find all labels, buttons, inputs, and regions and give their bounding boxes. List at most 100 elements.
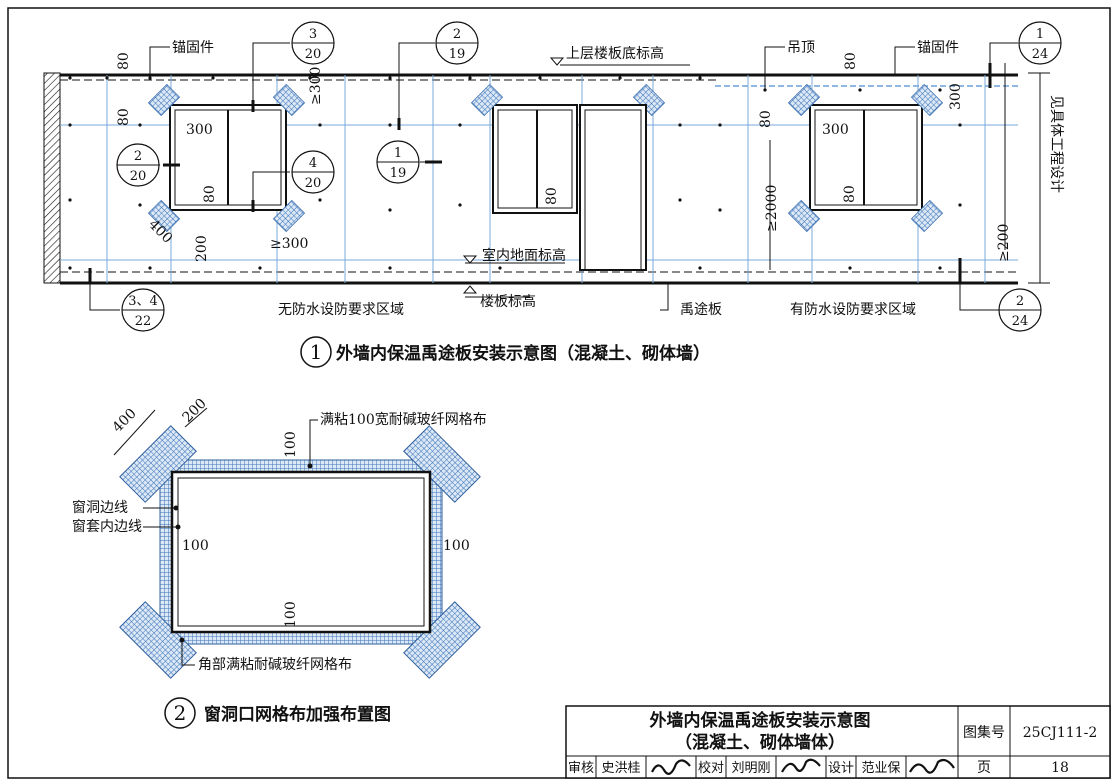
svg-text:22: 22 bbox=[135, 314, 152, 329]
svg-text:20: 20 bbox=[305, 176, 322, 191]
design-label: 设计 bbox=[828, 761, 854, 776]
window-3 bbox=[787, 83, 944, 233]
level-mark-indoor bbox=[462, 255, 478, 264]
figure-1-caption: 1 外墙内保温禹途板安装示意图（混凝土、砌体墙） bbox=[300, 336, 710, 368]
figure-1-number: 1 bbox=[310, 340, 323, 364]
door-opening bbox=[579, 104, 647, 271]
signature-reviewer bbox=[651, 759, 691, 775]
dim-80-g: 80 bbox=[842, 185, 858, 203]
label-see-design: 见具体工程设计 bbox=[1048, 95, 1064, 193]
figure-2-caption: 2 窗洞口网格布加强布置图 bbox=[164, 697, 391, 729]
svg-text:3: 3 bbox=[309, 27, 317, 42]
label-corner-mesh: 角部满粘耐碱玻纤网格布 bbox=[198, 657, 352, 673]
label-ceiling: 吊顶 bbox=[787, 40, 815, 56]
anchor-markers bbox=[88, 63, 992, 282]
dim-200: 200 bbox=[194, 235, 210, 262]
level-mark-upper bbox=[549, 57, 565, 66]
label-zone-waterproof: 有防水设防要求区域 bbox=[790, 302, 916, 318]
anchor-dots bbox=[68, 76, 962, 270]
fig2-dim-100-bottom: 100 bbox=[283, 601, 299, 628]
label-zone-no-waterproof: 无防水设防要求区域 bbox=[278, 302, 404, 318]
page-label: 页 bbox=[977, 760, 991, 776]
window-2 bbox=[470, 83, 666, 271]
label-window-edge: 窗洞边线 bbox=[72, 499, 128, 516]
label-indoor-floor: 室内地面标高 bbox=[482, 247, 566, 264]
svg-text:2: 2 bbox=[1016, 294, 1024, 309]
leader-lines bbox=[89, 42, 1018, 311]
level-mark-floor bbox=[462, 285, 478, 294]
svg-text:4: 4 bbox=[309, 156, 317, 171]
svg-text:20: 20 bbox=[130, 169, 147, 184]
corner-mesh-tl bbox=[119, 425, 197, 503]
fig2-dim-100-right: 100 bbox=[443, 538, 470, 554]
figure-2: 400 200 100 100 100 100 满粘100宽耐碱玻纤网格布 窗洞… bbox=[72, 396, 487, 729]
fig2-dim-200: 200 bbox=[180, 396, 210, 426]
callout-2-24: 2 24 bbox=[998, 288, 1042, 332]
callout-4-20: 4 20 bbox=[291, 150, 335, 194]
fig2-dim-100-top: 100 bbox=[283, 431, 299, 458]
svg-text:1: 1 bbox=[1036, 27, 1044, 42]
sheet-border bbox=[7, 7, 1111, 779]
callout-3-4-22: 3、4 22 bbox=[121, 288, 165, 332]
svg-text:2: 2 bbox=[134, 149, 142, 164]
dim-ge200: ≥200 bbox=[996, 224, 1012, 262]
title-line2: （混凝土、砌体墙体） bbox=[675, 732, 845, 753]
mesh-band-bottom bbox=[159, 631, 443, 645]
title-block: 外墙内保温禹途板安装示意图 （混凝土、砌体墙体） 图集号 25CJ111-2 页… bbox=[565, 705, 1111, 779]
mesh-band-left bbox=[159, 459, 173, 645]
page-number: 18 bbox=[1051, 760, 1069, 776]
svg-text:24: 24 bbox=[1032, 47, 1049, 62]
dim-80-b: 80 bbox=[116, 108, 132, 126]
svg-text:24: 24 bbox=[1012, 314, 1029, 329]
dim-80-d: 80 bbox=[544, 187, 560, 205]
dim-ge300-b: ≥300 bbox=[270, 236, 308, 252]
check-label: 校对 bbox=[698, 760, 724, 776]
callout-1-24: 1 24 bbox=[1018, 21, 1062, 65]
label-anchor-right: 锚固件 bbox=[917, 40, 959, 56]
atlas-label: 图集号 bbox=[963, 724, 1005, 741]
window-opening bbox=[170, 470, 432, 634]
dim-80-e: 80 bbox=[843, 52, 859, 70]
svg-text:19: 19 bbox=[449, 47, 466, 62]
figure-1: 80 80 300 80 ≥300 400 200 ≥300 80 80 80 … bbox=[43, 21, 1064, 368]
window-1 bbox=[147, 83, 306, 233]
callout-1-19: 1 19 bbox=[376, 140, 420, 184]
svg-text:1: 1 bbox=[394, 146, 402, 161]
svg-text:3、4: 3、4 bbox=[128, 294, 158, 309]
callout-2-19: 2 19 bbox=[435, 21, 479, 65]
designer-name: 范业保 bbox=[861, 761, 900, 776]
dim-300-c: 300 bbox=[948, 83, 964, 110]
figure-2-title: 窗洞口网格布加强布置图 bbox=[204, 704, 391, 725]
mesh-band-top bbox=[159, 459, 443, 473]
checker-name: 刘明刚 bbox=[731, 761, 770, 776]
label-floor-slab: 楼板标高 bbox=[480, 293, 536, 310]
callout-3-20: 3 20 bbox=[291, 21, 335, 65]
figure-2-number: 2 bbox=[174, 701, 187, 725]
atlas-number: 25CJ111-2 bbox=[1023, 725, 1098, 741]
label-full-mesh: 满粘100宽耐碱玻纤网格布 bbox=[320, 411, 487, 428]
label-frame-inner: 窗套内边线 bbox=[72, 518, 142, 535]
dim-300-b: 300 bbox=[822, 122, 849, 138]
wall-hatch bbox=[43, 72, 61, 284]
fig2-dim-100-left: 100 bbox=[182, 538, 209, 554]
label-anchor-left: 锚固件 bbox=[172, 40, 214, 56]
signature-checker bbox=[781, 758, 821, 773]
dim-80-c: 80 bbox=[202, 185, 218, 203]
reviewer-name: 史洪桂 bbox=[601, 761, 640, 776]
svg-text:19: 19 bbox=[390, 166, 407, 181]
review-label: 审核 bbox=[568, 761, 594, 776]
svg-text:20: 20 bbox=[305, 47, 322, 62]
dim-ge300-a: ≥300 bbox=[308, 67, 324, 105]
dim-300-a: 300 bbox=[186, 122, 213, 138]
title-line1: 外墙内保温禹途板安装示意图 bbox=[650, 710, 871, 731]
figure-1-title: 外墙内保温禹途板安装示意图（混凝土、砌体墙） bbox=[336, 343, 710, 364]
svg-text:2: 2 bbox=[453, 27, 461, 42]
signature-designer bbox=[909, 758, 955, 774]
window-frame-inner bbox=[177, 477, 425, 627]
label-upper-floor-bottom: 上层楼板底标高 bbox=[566, 45, 664, 62]
dim-ge2000: ≥2000 bbox=[764, 185, 780, 232]
dim-80-f: 80 bbox=[758, 110, 774, 128]
label-board: 禹途板 bbox=[680, 301, 722, 318]
dim-80-a: 80 bbox=[116, 52, 132, 70]
